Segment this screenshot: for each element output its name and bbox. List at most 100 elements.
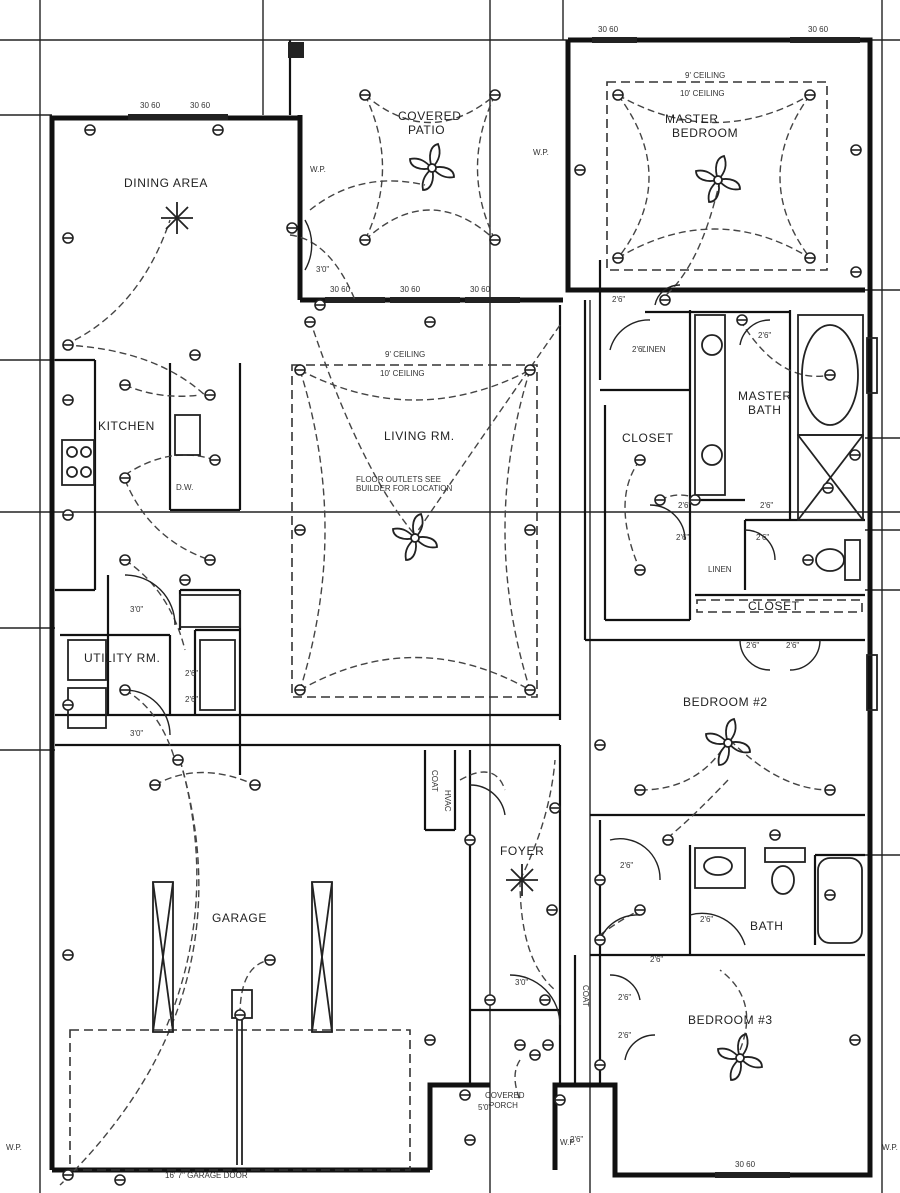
coat-label-2: COAT [581,985,590,1007]
edge-label-left: W.P. [6,1143,22,1152]
door-size: 2'6" [612,295,625,304]
door-size: 3'0" [515,978,528,987]
bedroom2-fan-icon [705,717,751,766]
garage-post [311,881,333,1033]
kitchen-sink [174,414,201,456]
living-fan-icon [392,512,438,561]
outlet-icon [489,234,501,246]
window-size: 30 60 [598,25,619,34]
outlet-icon [294,684,306,696]
master-tub [801,324,859,426]
garage-door-label: 16' 7" GARAGE DOOR [165,1171,248,1180]
outlet-icon [464,1134,476,1146]
outlet-icon [594,1059,606,1071]
living-ceiling-curves [299,319,561,691]
window [390,297,460,303]
door-size: 2'6" [758,331,771,340]
living-raised-ceiling [291,364,538,698]
outlet-icon [849,1034,861,1046]
outlet-icon [119,554,131,566]
hvac-label: HVAC [443,790,452,812]
outlet-icon [824,369,836,381]
outlet-icon [149,779,161,791]
burner [66,466,78,478]
room-label-foyer: FOYER [500,844,544,858]
outlet-icon [539,994,551,1006]
outlet-icon [119,379,131,391]
outlet-icon [850,266,862,278]
window-size: 30 60 [808,25,829,34]
toilet-tank [764,847,806,863]
door-size-labels: 3'0" 2'6" 2'6" 2'6" 2'6" 2'6" 2'6" 2'6" … [130,265,799,1144]
outlet-icon [359,234,371,246]
garage-door-swing [69,1029,411,1171]
outlet-icon [529,1049,541,1061]
window [288,42,304,58]
window [790,37,860,43]
dw-label: D.W. [176,483,193,492]
outlet-icon [802,554,814,566]
master-line2: BEDROOM [672,126,738,140]
patio-line2: PATIO [408,123,445,137]
outlet-icon [634,784,646,796]
outlet-icon [464,834,476,846]
room-label-bath: BATH [750,919,784,933]
door-size: 2'6" [185,669,198,678]
note-line1: FLOOR OUTLETS SEE [356,475,441,484]
outlet-icon [62,339,74,351]
garage-post [152,881,174,1033]
master-ceiling-label-2: 10' CEILING [680,89,725,98]
room-label-utility: UTILITY RM. [84,651,160,665]
toilet [815,548,845,572]
linen-label-1: LINEN [642,345,666,354]
outlet-icon [212,124,224,136]
ceiling-fans [392,142,763,1081]
outlet-icon [119,472,131,484]
mbath-line1: MASTER [738,389,792,403]
door-size: 2'6" [756,533,769,542]
outlet-icon [484,994,496,1006]
outlet-icon [264,954,276,966]
interior-walls [55,260,865,1085]
bathtub [817,857,863,944]
door-size: 2'6" [185,695,198,704]
window-size: 30 60 [400,285,421,294]
coat-label-1: COAT [430,770,439,792]
outlet-icon [634,564,646,576]
outlet-icon [424,316,436,328]
living-ceiling-label-2: 10' CEILING [380,369,425,378]
master-raised-ceiling [606,81,828,271]
range [61,439,95,486]
window [866,337,878,394]
door-size: 2'6" [746,641,759,650]
outlet-icon [204,554,216,566]
door-size: 3'0" [130,605,143,614]
master-curves [617,94,811,301]
wp-label-1: W.P. [310,165,326,174]
door-swings [124,219,821,1061]
outlet-icon [574,164,586,176]
outlet-icon [234,1009,246,1021]
door-size: 2'6" [618,1031,631,1040]
window-size: 30 60 [330,285,351,294]
door-size: 2'6" [618,993,631,1002]
outlet-icon [849,449,861,461]
windows [128,37,878,1178]
mbath-line2: BATH [748,403,782,417]
edge-label-right: W.P. [882,1143,898,1152]
door-size: 2'6" [650,955,663,964]
door-size: 2'6" [700,915,713,924]
burner [66,446,78,458]
outlet-icon [524,684,536,696]
porch-line1: COVERED [485,1091,525,1100]
outlet-icon [804,252,816,264]
outlet-icon [114,1174,126,1186]
vanity [694,314,726,496]
outlet-icon [612,252,624,264]
room-label-bedroom-3: BEDROOM #3 [688,1013,773,1027]
window [465,297,520,303]
outlet-icon [209,454,221,466]
window [128,114,228,120]
